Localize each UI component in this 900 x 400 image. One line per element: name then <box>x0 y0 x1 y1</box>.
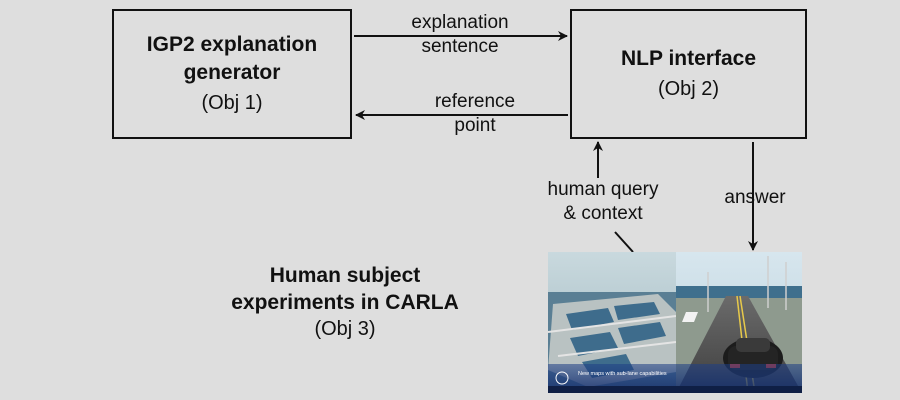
carla-screenshot-caption: New maps with sub-lane capabilities <box>578 371 667 377</box>
query-label-line2: & context <box>563 203 643 224</box>
carla-screenshot-image: New maps with sub-lane capabilities <box>548 252 802 393</box>
reference-label-line2: point <box>454 115 496 136</box>
human-query-label: human query & context <box>518 178 688 226</box>
query-pointer-line <box>614 231 634 253</box>
igp2-title: IGP2 explanation generator <box>146 33 318 84</box>
carla-title-line1: Human subject <box>269 264 421 287</box>
nlp-interface-box: NLP interface (Obj 2) <box>570 9 807 139</box>
reference-label-line1: reference <box>434 91 516 112</box>
igp2-generator-box: IGP2 explanation generator (Obj 1) <box>112 9 352 139</box>
carla-experiments-text: Human subject experiments in CARLA (Obj … <box>195 262 495 343</box>
explanation-label-line1: explanation <box>411 12 509 33</box>
carla-title-line2: experiments in CARLA <box>231 291 459 314</box>
carla-title: Human subject experiments in CARLA <box>195 262 495 316</box>
igp2-subtitle: (Obj 1) <box>201 92 263 114</box>
explanation-sentence-label: explanation sentence <box>380 11 540 59</box>
carla-subtitle: (Obj 3) <box>314 318 376 340</box>
nlp-title: NLP interface <box>621 47 756 70</box>
answer-label: answer <box>724 187 786 208</box>
nlp-subtitle: (Obj 2) <box>657 78 720 100</box>
reference-point-label: reference point <box>405 90 545 138</box>
query-label-line1: human query <box>547 179 659 200</box>
explanation-label-line2: sentence <box>421 36 499 57</box>
